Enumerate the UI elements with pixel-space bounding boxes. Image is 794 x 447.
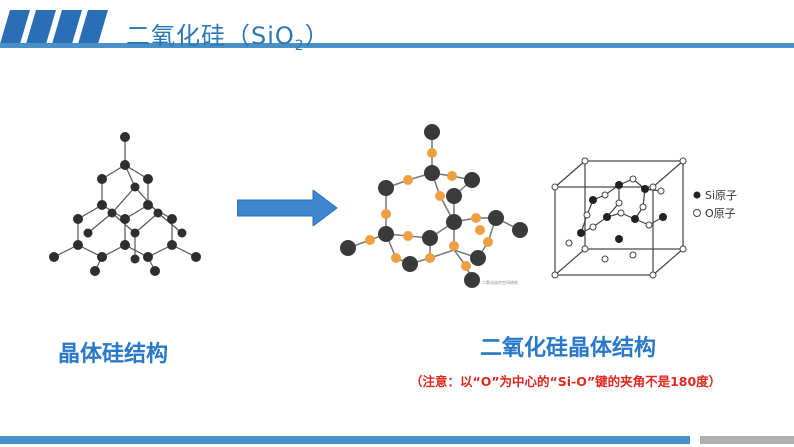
page-title: 二氧化硅（SiO2）: [126, 22, 330, 54]
note-text: （注意：以“O”为中心的“Si-O”键的夹角不是180度）: [410, 374, 722, 389]
si-legend-icon: [693, 191, 701, 199]
legend-o-label: O原子: [705, 207, 736, 220]
arrow-right-icon: [237, 190, 338, 226]
sio2-unit-cell-diagram: Si原子 O原子: [551, 157, 737, 279]
legend-si-label: Si原子: [705, 189, 737, 202]
header-decoration: [0, 10, 108, 44]
silicon-crystal-label: 晶体硅结构: [58, 342, 169, 367]
o-legend-icon: [693, 209, 701, 217]
footer-bar: [0, 436, 690, 444]
header-divider: [0, 43, 794, 48]
sio2-crystal-label: 二氧化硅晶体结构: [480, 336, 657, 361]
sio2-crystal-diagram: 二氧化硅的空间结构: [340, 124, 528, 288]
small-caption: 二氧化硅的空间结构: [482, 279, 518, 285]
footer-bar-gray: [700, 436, 794, 444]
silicon-crystal-diagram: [49, 132, 201, 276]
